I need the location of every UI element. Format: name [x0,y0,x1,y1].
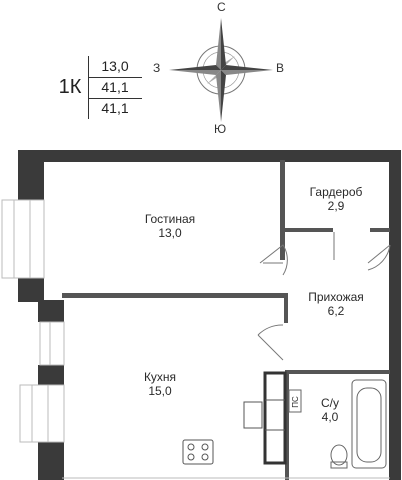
apartment-info-block: 1К 13,0 41,1 41,1 [52,56,142,119]
compass-west-label: З [153,61,161,75]
compass-north-label: С [217,0,226,14]
room-hallway: Прихожая 6,2 [296,290,376,318]
compass-rose-icon [169,18,273,122]
room-bathroom-area: 4,0 [321,410,339,424]
room-hallway-name: Прихожая [308,290,364,304]
room-kitchen-name: Кухня [143,370,177,384]
living-area-value: 13,0 [101,58,129,74]
bathroom-fixtures [288,379,387,469]
riser-label: ПС [291,396,300,408]
inner-walls [62,160,390,480]
compass-south-label: Ю [214,122,227,136]
room-living-area: 13,0 [158,226,182,240]
total-area-value-2: 41,1 [101,100,129,116]
window-kitchen-1 [39,321,65,366]
info-separator [88,98,142,99]
room-wardrobe: Гардероб 2,9 [296,185,376,213]
room-kitchen-area: 15,0 [148,384,172,398]
window-kitchen-2 [19,384,65,443]
door-swings [257,232,391,361]
kitchen-fixtures [182,371,287,465]
window-living [1,199,45,279]
room-hallway-area: 6,2 [327,304,345,318]
room-kitchen: Кухня 15,0 [120,370,200,398]
room-bathroom: С/у 4,0 [310,396,350,424]
info-divider [88,56,89,119]
compass-east-label: В [276,61,285,75]
room-wardrobe-area: 2,9 [327,199,345,213]
room-living: Гостиная 13,0 [120,212,220,240]
outer-walls [18,150,401,480]
room-wardrobe-name: Гардероб [309,185,363,199]
room-living-name: Гостиная [144,212,196,226]
room-bathroom-name: С/у [321,396,339,410]
apartment-type-label: 1К [58,76,82,98]
info-separator [88,77,142,78]
total-area-value: 41,1 [101,79,129,95]
